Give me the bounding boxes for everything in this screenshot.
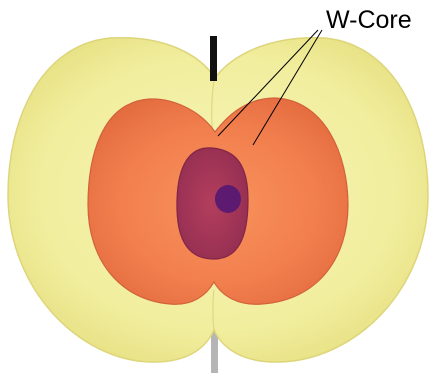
center-core-dot xyxy=(215,185,241,213)
w-core-label: W-Core xyxy=(326,8,412,33)
top-axis-rod xyxy=(210,36,217,81)
